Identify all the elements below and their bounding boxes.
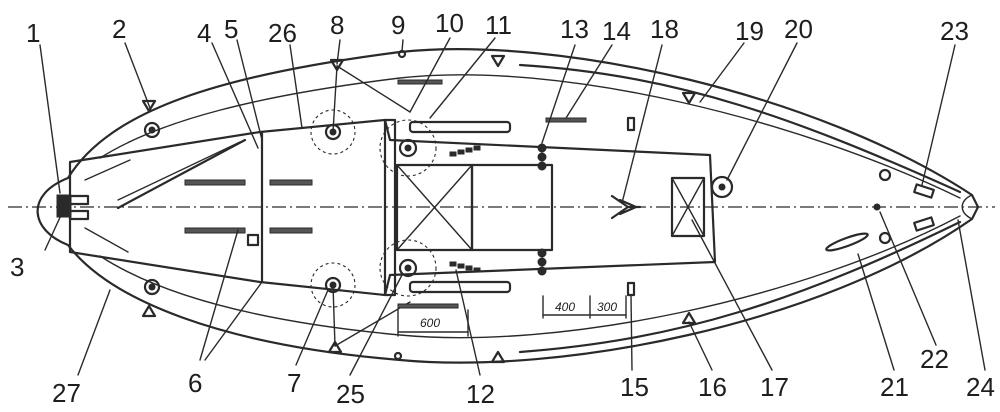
callout-25: 25 <box>336 379 365 409</box>
callout-18: 18 <box>650 14 679 44</box>
toe-rail-starboard <box>518 63 962 194</box>
jib-track-starboard <box>408 120 512 134</box>
callout-15: 15 <box>620 372 649 402</box>
deck-fitting-icon <box>873 203 881 211</box>
ventilator-icon <box>710 175 734 199</box>
lifeline-aft <box>84 227 129 253</box>
callout-14: 14 <box>602 16 631 46</box>
callout-26: 26 <box>268 18 297 48</box>
ventilator-core <box>718 183 726 191</box>
winch-icon <box>398 138 418 158</box>
cleat-icon <box>878 168 892 182</box>
fitting-icon <box>397 49 407 59</box>
callout-4: 4 <box>197 18 211 48</box>
seat-slat <box>184 179 246 186</box>
callout-5: 5 <box>224 14 238 44</box>
callout-2: 2 <box>112 14 126 44</box>
padeye-icon <box>490 54 506 68</box>
callout-21: 21 <box>880 372 909 402</box>
callout-24: 24 <box>966 372 995 402</box>
rope-clutch-bank <box>449 145 481 157</box>
grab-rail <box>397 79 443 85</box>
padeye-icon <box>141 304 157 318</box>
toe-rail-port <box>518 220 962 354</box>
callout-13: 13 <box>560 14 589 44</box>
fwd-hatch-cross-b <box>671 177 705 237</box>
callout-11: 11 <box>485 10 512 40</box>
lifeline-aft <box>84 159 131 181</box>
grab-rail <box>397 303 459 309</box>
callout-6: 6 <box>188 368 202 398</box>
padeye-icon <box>327 340 343 354</box>
winch-icon <box>143 278 161 296</box>
seat-slat <box>269 179 313 186</box>
mast-icon <box>610 194 642 220</box>
callout-12: 12 <box>466 379 495 409</box>
hatch-cross-b <box>396 164 473 251</box>
aft-winch-sweep-starboard <box>310 109 356 155</box>
bow-chock-icon <box>913 183 935 199</box>
dimension-300-label: 300 <box>597 300 617 314</box>
callout-10: 10 <box>435 8 464 38</box>
sheet-line <box>334 301 411 347</box>
forward-hatch <box>670 176 706 238</box>
callout-1: 1 <box>26 18 40 48</box>
bulkhead <box>383 118 397 297</box>
winch-icon <box>143 121 161 139</box>
callout-9: 9 <box>391 10 405 40</box>
tiller <box>116 138 247 210</box>
callout-17: 17 <box>760 372 789 402</box>
padeye-icon <box>681 91 697 105</box>
leader-lines <box>44 211 986 376</box>
rope-clutch-bank <box>449 261 481 273</box>
winch-sweep-port <box>379 239 437 297</box>
padeye-icon <box>141 99 157 113</box>
leader-lines <box>39 37 956 204</box>
callout-7: 7 <box>287 368 301 398</box>
vent-icon <box>626 281 636 297</box>
callout-23: 23 <box>940 16 969 46</box>
padeye-icon <box>490 350 506 364</box>
dimension-600-label: 600 <box>420 316 440 330</box>
line-organizer <box>537 143 547 171</box>
bow-tip <box>961 194 973 220</box>
dimension-400: 400 <box>542 295 591 319</box>
aft-winch-sweep-port <box>310 262 356 308</box>
line-organizer <box>537 248 547 276</box>
traveler-car <box>246 233 260 247</box>
callout-16: 16 <box>698 372 727 402</box>
cleat-icon <box>878 231 892 245</box>
winch-icon <box>398 258 418 278</box>
anchor-roller-icon <box>825 232 869 252</box>
callout-19: 19 <box>735 16 764 46</box>
sheet-line <box>336 65 411 113</box>
rudder-head <box>56 194 72 218</box>
inner-deck-line <box>99 74 961 339</box>
callout-3: 3 <box>10 252 24 282</box>
stern-fitting <box>68 209 90 221</box>
callout-20: 20 <box>784 14 813 44</box>
stern-fitting <box>68 194 90 206</box>
callout-27: 27 <box>52 378 81 408</box>
fitting-icon <box>393 351 403 361</box>
hull-outline <box>36 48 980 364</box>
seat-slat <box>184 227 246 234</box>
callout-22: 22 <box>920 344 949 374</box>
vent-icon <box>626 116 636 132</box>
sheet-line <box>332 65 338 133</box>
bow-chock-icon <box>913 216 935 232</box>
callout-8: 8 <box>330 10 344 40</box>
dimension-600: 600 <box>397 309 469 337</box>
cabin-slide <box>470 163 554 252</box>
sheet-line <box>332 284 336 347</box>
tiller-edge <box>117 141 241 201</box>
dimension-400-label: 400 <box>555 300 575 314</box>
winch-sweep-starboard <box>379 119 437 177</box>
jib-track-port <box>408 280 512 294</box>
seat-slat <box>269 227 313 234</box>
dimension-300: 300 <box>589 295 627 319</box>
